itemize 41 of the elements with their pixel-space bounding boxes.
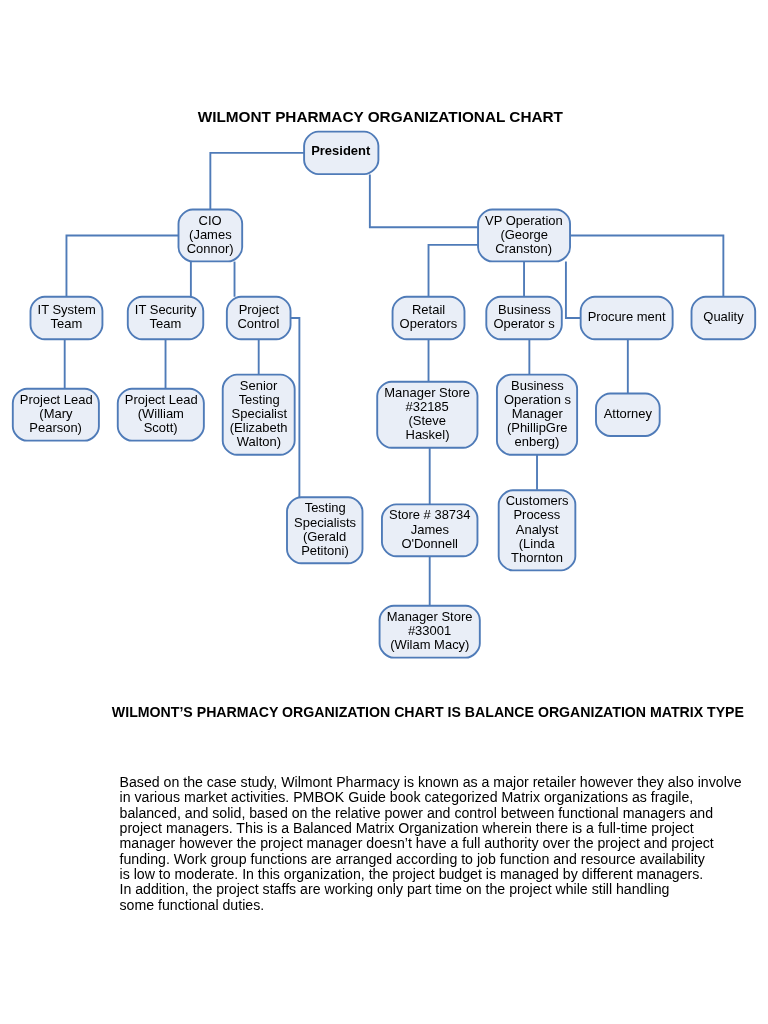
node-box: President [303,130,380,176]
connector [257,338,260,376]
connector [528,338,531,376]
node-box: Business Operator s [485,295,563,341]
node-box: Project Control [225,295,292,341]
connector [233,260,236,298]
node-box: CIO (James Connor) [177,208,244,263]
node-box: VP Operation (George Cranston) [477,208,571,263]
node-box: Manager Store #33001 (Wilam Macy) [378,604,481,659]
node-box: Quality [690,295,757,341]
node-box: IT System Team [29,295,104,341]
connector [523,260,525,298]
connector [63,338,66,390]
label: Based on the case study, Wilmont Pharmacy is known as a major retailer however they also involve in various market activities. PMBOK Guide book categorized Matrix organizations as fragile, balanced, and solid, based on the relative power and control between functional managers and project managers. This is a Balanced Matrix Organization wherein there is a full-time project manager however the project manager doesn’t have a full authority over the project and project funding. Work group functions are arranged according to job function and resource availability is low to moderate. In this organization, the project budget is managed by different managers. In addition, the project staffs are working only part time on the project while still handling some functional duties. [119,773,742,913]
node-box: Manager Store #32185 (Steve Haskel) [376,380,479,449]
label: WILMONT’S PHARMACY ORGANIZATION CHART IS BALANCE ORGANIZATION MATRIX TYPE [111,703,744,720]
connector [65,234,180,298]
node-box: Project Lead (Mary Pearson) [11,387,100,442]
connector [427,243,479,298]
node-box: Attorney [595,392,661,437]
node-box: Business Operation s Manager (PhillipGre enberg) [495,373,579,456]
node-box: Customers Process Analyst (Linda Thornton [497,489,577,572]
node-box: Retail Operators [391,295,466,341]
connector [427,338,430,383]
connector [428,446,431,506]
node-box: Testing Specialists (Gerald Petitoni) [286,496,364,565]
connector [368,173,479,229]
connector [164,338,167,390]
node-box: Store # 38734 James O'Donnell [381,503,479,558]
connector [626,338,629,395]
connector [209,151,306,211]
node-box: IT Security Team [126,295,205,341]
node-box: Procure ment [579,295,674,341]
connector [289,317,301,499]
connector [569,234,725,298]
connector [536,453,538,491]
diagram-title: WILMONT PHARMACY ORGANIZATIONAL CHART [197,107,563,125]
connector [189,260,192,298]
connector [428,555,431,607]
node-box: Project Lead (William Scott) [116,387,205,442]
node-box: Senior Testing Specialist (Elizabeth Walton) [221,373,296,456]
